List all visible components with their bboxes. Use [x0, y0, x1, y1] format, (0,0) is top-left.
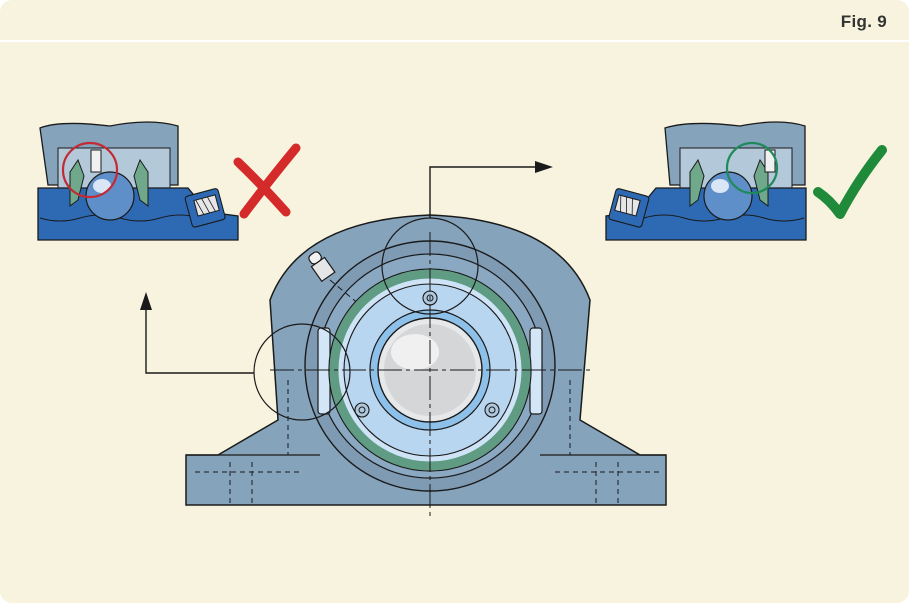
- detail-view-correct: [605, 121, 807, 241]
- header-divider: [0, 40, 909, 42]
- center-lines: [270, 232, 590, 520]
- check-mark-icon: [813, 145, 887, 219]
- detail-view-incorrect: [37, 121, 239, 241]
- leader-arrow-right: [429, 161, 553, 218]
- leader-arrow-left: [140, 292, 254, 374]
- detail-circle-left: [253, 323, 351, 421]
- grease-nipple: [308, 251, 379, 321]
- figure-label: Fig. 9: [840, 12, 887, 31]
- cross-mark-icon: [233, 143, 301, 219]
